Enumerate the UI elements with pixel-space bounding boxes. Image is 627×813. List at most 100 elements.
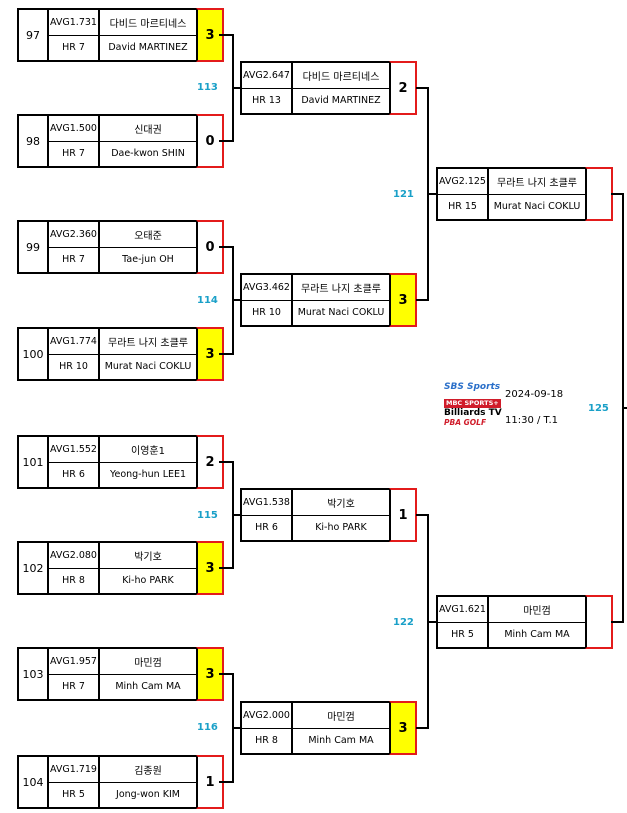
bracket-line [611,193,623,195]
r2-card-2: AVG3.462 HR 10 무라트 나지 초클루 Murat Naci COKLU… [240,273,417,327]
match-number-121: 121 [393,189,414,200]
player-name-en: Yeong-hun LEE1 [109,469,187,481]
player-hr: HR 6 [255,522,278,534]
score-pending [585,595,613,649]
player-avg: AVG1.621 [438,597,487,623]
player-name-kr: 김종원 [100,757,196,783]
player-avg: AVG2.125 [438,169,487,195]
bracket-line [416,514,428,516]
match-date: 2024-09-18 [505,389,564,400]
player-name-en: Murat Naci COKLU [297,307,385,319]
score: 2 [389,61,417,115]
player-hr: HR 7 [62,42,85,54]
player-avg: AVG1.957 [49,649,98,675]
score-winner: 3 [389,701,417,755]
match-number-116: 116 [197,722,218,733]
player-hr: HR 7 [62,254,85,266]
schedule-info: 2024-09-18 11:30 / T.1 [505,389,563,441]
bracket-line [219,781,233,783]
player-name-kr: 무라트 나지 초클루 [293,275,389,301]
player-avg: AVG1.500 [49,116,98,142]
r3-card-1: AVG2.125 HR 15 무라트 나지 초클루 Murat Naci COKLU [436,167,613,221]
bracket-line [427,193,436,195]
player-name-kr: 마민껌 [293,703,389,729]
seed-number: 99 [19,222,49,272]
player-name-en: Murat Naci COKLU [104,361,192,373]
player-hr: HR 5 [62,789,85,801]
player-avg: AVG2.000 [242,703,291,729]
player-avg: AVG1.552 [49,437,98,463]
player-name-kr: 신대권 [100,116,196,142]
bracket-line [219,673,233,675]
bracket-line [219,461,233,463]
player-name-kr: 박기호 [100,543,196,569]
bracket-line [622,407,627,409]
player-name-en: David MARTINEZ [108,42,188,54]
player-hr: HR 7 [62,681,85,693]
player-name-kr: 오태준 [100,222,196,248]
bracket-line [219,34,233,36]
seed-number: 98 [19,116,49,166]
player-name-kr: 무라트 나지 초클루 [489,169,585,195]
player-avg: AVG2.360 [49,222,98,248]
seed-number: 104 [19,757,49,807]
player-avg: AVG1.538 [242,490,291,516]
player-avg: AVG3.462 [242,275,291,301]
bracket-line [416,727,428,729]
player-hr: HR 13 [252,95,281,107]
player-name-kr: 다비드 마르티네스 [293,63,389,89]
seed-number: 101 [19,437,49,487]
player-name-en: Tae-jun OH [122,254,174,266]
r2-card-3: AVG1.538 HR 6 박기호 Ki-ho PARK 1 [240,488,417,542]
player-name-kr: 마민껌 [489,597,585,623]
sbs-sports-logo: SBS Sports [444,382,501,392]
player-name-en: Minh Cam MA [308,735,374,747]
player-hr: HR 8 [255,735,278,747]
player-name-kr: 마민껌 [100,649,196,675]
player-name-kr: 다비드 마르티네스 [100,10,196,36]
player-avg: AVG2.647 [242,63,291,89]
player-avg: AVG1.731 [49,10,98,36]
player-name-kr: 이영훈1 [100,437,196,463]
bracket-line [232,514,240,516]
player-name-en: Ki-ho PARK [315,522,367,534]
r3-card-2: AVG1.621 HR 5 마민껌 Minh Cam MA [436,595,613,649]
score: 1 [389,488,417,542]
bracket-line [416,299,428,301]
match-time-table: 11:30 / T.1 [505,415,559,426]
pba-golf-logo: PBA GOLF [444,418,487,427]
match-number-114: 114 [197,295,218,306]
player-name-kr: 무라트 나지 초클루 [100,329,196,355]
player-name-kr: 박기호 [293,490,389,516]
billiards-tv-logo: Billiards TV [444,408,502,418]
player-avg: AVG2.080 [49,543,98,569]
player-hr: HR 10 [252,307,281,319]
player-avg: AVG1.774 [49,329,98,355]
r2-card-4: AVG2.000 HR 8 마민껌 Minh Cam MA 3 [240,701,417,755]
player-hr: HR 6 [62,469,85,481]
player-name-en: Murat Naci COKLU [493,201,581,213]
bracket-line [232,299,240,301]
seed-number: 102 [19,543,49,593]
player-hr: HR 10 [59,361,88,373]
score: 1 [196,755,224,809]
score: 0 [196,114,224,168]
bracket-line [427,621,436,623]
r2-card-1: AVG2.647 HR 13 다비드 마르티네스 David MARTINEZ 2 [240,61,417,115]
bracket-line [219,246,233,248]
bracket-line [219,140,233,142]
player-name-en: Minh Cam MA [504,629,570,641]
seed-number: 97 [19,10,49,60]
bracket-line [611,621,623,623]
player-hr: HR 15 [448,201,477,213]
match-number-115: 115 [197,510,218,521]
player-name-en: Minh Cam MA [115,681,181,693]
player-hr: HR 5 [451,629,474,641]
player-name-en: David MARTINEZ [301,95,381,107]
